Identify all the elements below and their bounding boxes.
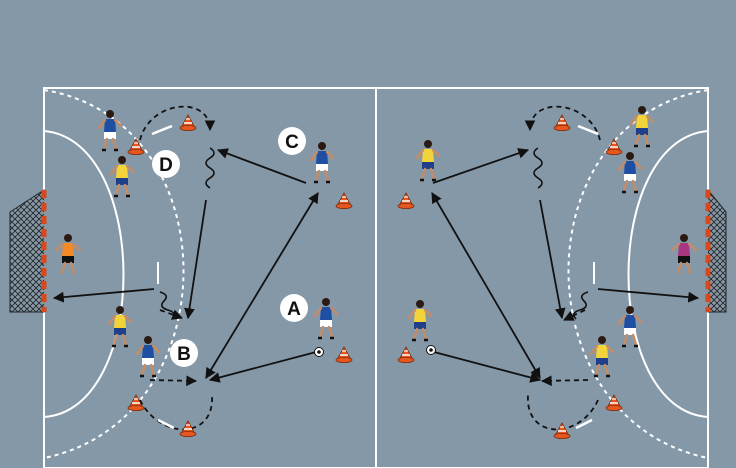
cone-marker-lines bbox=[151, 124, 599, 430]
player-figure-icon bbox=[54, 108, 339, 378]
player-figure-icon bbox=[407, 104, 698, 378]
svg-text:A: A bbox=[287, 299, 301, 320]
svg-text:B: B bbox=[177, 344, 191, 365]
svg-text:C: C bbox=[285, 132, 299, 153]
label-c: C bbox=[278, 127, 306, 155]
goal-right bbox=[705, 188, 727, 313]
goal-left bbox=[9, 189, 47, 313]
svg-text:D: D bbox=[159, 155, 173, 176]
label-b: B bbox=[170, 339, 198, 367]
label-a: A bbox=[280, 294, 308, 322]
pass-arrows bbox=[52, 148, 700, 383]
dribble-lines bbox=[159, 147, 589, 320]
label-d: D bbox=[152, 150, 180, 178]
